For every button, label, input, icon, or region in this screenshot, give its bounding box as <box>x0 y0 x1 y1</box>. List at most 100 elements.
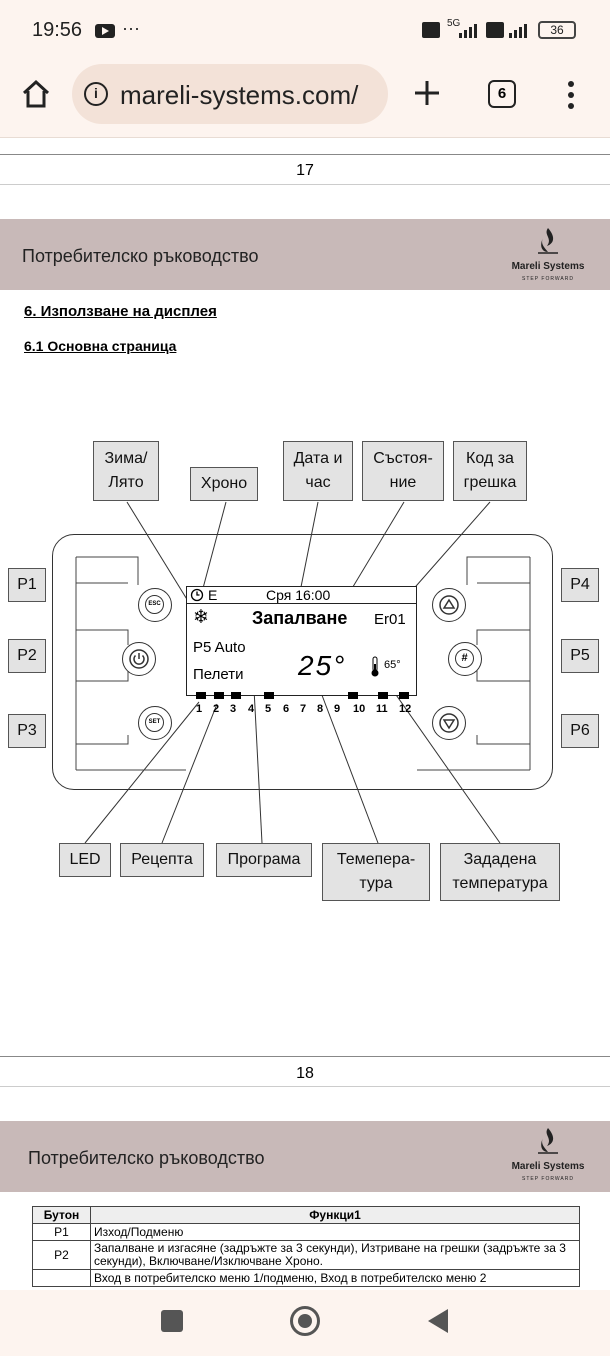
triangle-up-icon <box>439 595 459 615</box>
power-button[interactable] <box>122 642 156 676</box>
esc-button[interactable]: ESC <box>138 588 172 622</box>
led-number: 10 <box>353 703 366 715</box>
site-info-icon[interactable]: i <box>84 82 108 106</box>
logo-tagline-2: STEP FORWARD <box>522 1176 574 1182</box>
table-header-key: Бутон <box>32 1206 91 1224</box>
led-number: 1 <box>196 703 203 715</box>
label-state: Състоя- ние <box>362 441 444 501</box>
label-date-time: Дата и час <box>283 441 353 501</box>
snowflake-icon: ❄ <box>193 607 209 628</box>
led-number: 8 <box>317 703 324 715</box>
clock-icon <box>190 588 204 607</box>
table-cell-key <box>32 1269 91 1287</box>
lcd-led-row <box>196 692 409 699</box>
led-number: 6 <box>283 703 290 715</box>
label-p6: P6 <box>561 714 599 748</box>
led-segment <box>378 692 388 699</box>
label-p1: P1 <box>8 568 46 602</box>
down-button[interactable] <box>432 706 466 740</box>
table-row: P1 Изход/Подменю <box>32 1223 580 1241</box>
logo-text-2: Mareli Systems <box>511 1161 585 1172</box>
address-bar[interactable] <box>72 64 388 124</box>
home-button[interactable] <box>290 1306 320 1336</box>
label-winter-summer: Зима/ Лято <box>93 441 159 501</box>
table-cell-desc: Изход/Подменю <box>90 1223 580 1241</box>
device-frame <box>52 534 553 790</box>
label-error-code: Код за грешка <box>453 441 527 501</box>
page-divider <box>0 154 610 155</box>
lcd-state: Запалване <box>252 608 348 628</box>
flame-logo-icon <box>533 226 563 261</box>
lcd-temperature: 25° <box>298 650 347 681</box>
doc-header <box>0 219 610 290</box>
led-segment <box>264 692 274 699</box>
lcd-recipe: Пелети <box>193 666 244 683</box>
label-program: Програма <box>216 843 312 877</box>
led-segment <box>399 692 409 699</box>
led-number: 5 <box>265 703 272 715</box>
new-tab-icon[interactable] <box>412 78 442 113</box>
lcd-datetime: Сря 16:00 <box>266 587 331 603</box>
back-button[interactable] <box>428 1309 448 1333</box>
led-number: 2 <box>213 703 220 715</box>
lcd-error-code: Er01 <box>374 611 406 628</box>
page-number-18: 18 <box>296 1065 314 1082</box>
led-number: 9 <box>334 703 341 715</box>
battery-icon: 36 <box>538 21 576 39</box>
signal-icon <box>458 22 482 43</box>
page-divider <box>0 184 610 185</box>
more-notifications-icon: ··· <box>122 18 140 38</box>
volte-icon-2 <box>486 22 504 38</box>
thermometer-icon <box>370 656 380 683</box>
logo-tagline: STEP FORWARD <box>522 276 574 282</box>
led-number: 11 <box>376 703 388 715</box>
recents-button[interactable] <box>161 1310 183 1332</box>
hash-button[interactable]: # <box>448 642 482 676</box>
label-temperature: Темепера- тура <box>322 843 430 901</box>
led-number: 12 <box>399 703 412 715</box>
label-p2: P2 <box>8 639 46 673</box>
table-cell-key: P1 <box>32 1223 91 1241</box>
logo-text: Mareli Systems <box>511 261 585 272</box>
led-segment <box>231 692 241 699</box>
led-number: 7 <box>300 703 307 715</box>
flame-logo-icon-2 <box>533 1126 563 1161</box>
label-led: LED <box>59 843 111 877</box>
table-row: Вход в потребителско меню 1/подменю, Вхо… <box>32 1269 580 1287</box>
table-cell-desc: Вход в потребителско меню 1/подменю, Вхо… <box>90 1269 580 1287</box>
tab-switcher-button[interactable]: 6 <box>488 80 516 108</box>
page-divider <box>0 1086 610 1087</box>
signal-icon-2 <box>508 22 532 43</box>
section-subheading: 6.1 Основна страница <box>24 338 177 354</box>
set-button[interactable]: SET <box>138 706 172 740</box>
menu-icon[interactable] <box>566 80 576 115</box>
led-numbers: 1 2 3 4 5 6 7 8 9 10 11 12 <box>193 703 417 717</box>
up-button[interactable] <box>432 588 466 622</box>
doc-header-title: Потребителско ръководство <box>22 246 259 266</box>
led-number: 3 <box>230 703 237 715</box>
functions-table: Бутон Функци1 P1 Изход/Подменю P2 Запалв… <box>32 1206 580 1287</box>
status-time: 19:56 <box>32 19 83 41</box>
lcd-top-divider <box>186 603 417 604</box>
doc-header-title-2: Потребителско ръководство <box>28 1148 265 1168</box>
page-number-17: 17 <box>296 162 314 179</box>
led-segment <box>214 692 224 699</box>
label-p4: P4 <box>561 568 599 602</box>
home-icon[interactable] <box>20 78 52 115</box>
led-number: 4 <box>248 703 255 715</box>
label-recipe: Рецепта <box>120 843 204 877</box>
page-divider <box>0 1056 610 1057</box>
table-row: P2 Запалване и изгасяне (задръжте за 3 с… <box>32 1240 580 1270</box>
doc-header-2 <box>0 1121 610 1192</box>
url-text[interactable]: mareli-systems.com/ <box>120 80 359 110</box>
network-type: 5G <box>447 18 461 29</box>
table-cell-desc: Запалване и изгасяне (задръжте за 3 секу… <box>90 1240 580 1270</box>
lcd-chrono-mode: E <box>208 587 218 603</box>
label-chrono: Хроно <box>190 467 258 501</box>
led-segment <box>196 692 206 699</box>
youtube-icon <box>95 24 115 38</box>
label-p3: P3 <box>8 714 46 748</box>
label-set-temperature: Зададена температура <box>440 843 560 901</box>
power-icon <box>129 649 149 669</box>
table-clip: Бутон Функци1 P1 Изход/Подменю P2 Запалв… <box>0 1206 610 1290</box>
